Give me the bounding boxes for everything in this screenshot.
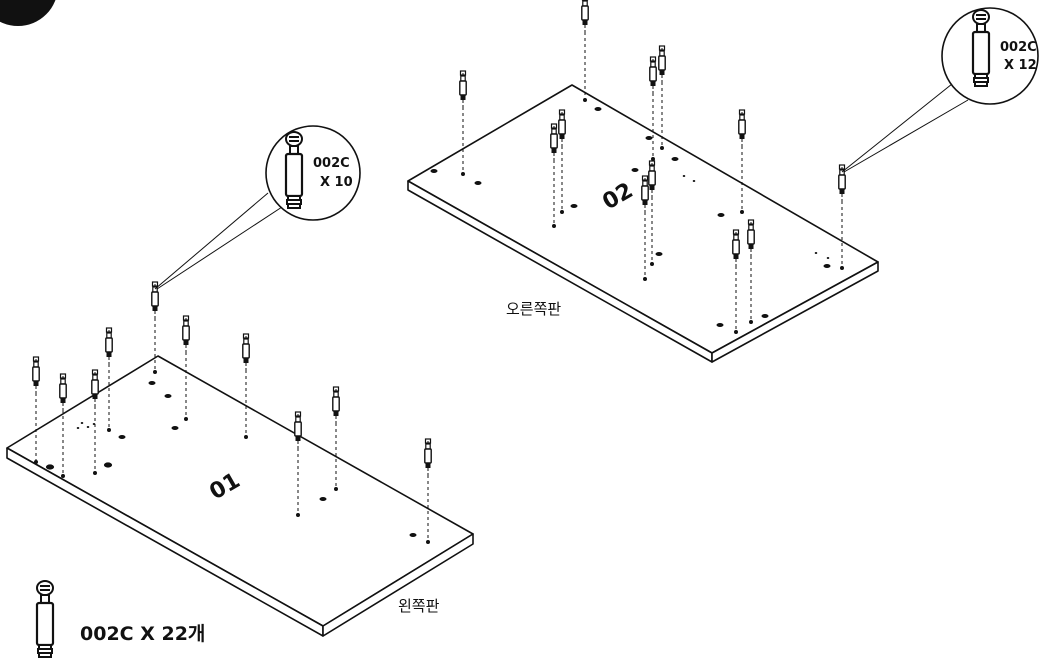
parts-summary: 002C X 22개 [35, 579, 205, 659]
right-panel: 02 [407, 84, 879, 363]
left-callout-qty: X 10 [320, 175, 353, 190]
left-panel: 01 [6, 355, 474, 637]
cam-dowel-icon [641, 175, 649, 281]
right-callout-qty: X 12 [1004, 58, 1037, 73]
cam-dowel-icon [550, 123, 558, 228]
cam-dowel-icon [459, 70, 467, 176]
cam-dowel-icon [242, 333, 250, 439]
cam-dowel-icon [32, 356, 40, 464]
cam-dowel-icon [91, 369, 99, 475]
step-badge-icon [0, 0, 56, 26]
right-callout: 002C X 12 [841, 7, 1039, 173]
cam-dowel-icon [105, 327, 113, 432]
cam-dowel-icon [649, 56, 657, 161]
left-panel-label: 왼쪽판 [398, 597, 440, 615]
cam-dowel-icon [648, 160, 656, 266]
cam-dowel-icon [424, 438, 432, 544]
left-callout-part: 002C [313, 156, 350, 171]
left-callout: 002C X 10 [154, 125, 361, 290]
left-panel-dowels [32, 281, 432, 544]
callout-magnifier-icon [265, 125, 361, 221]
cam-dowel-icon [182, 315, 190, 421]
cam-dowel-icon [747, 219, 755, 324]
cam-dowel-icon [838, 164, 846, 270]
cam-dowel-icon [558, 109, 566, 214]
right-panel-dowels [459, 0, 846, 334]
cam-dowel-icon [738, 109, 746, 214]
cam-dowel-icon [732, 229, 740, 334]
cam-dowel-icon [581, 0, 589, 102]
cam-dowel-icon [35, 579, 55, 659]
right-panel-label: 오른쪽판 [506, 300, 561, 318]
cam-dowel-icon [658, 45, 666, 150]
cam-dowel-icon [151, 281, 159, 374]
cam-dowel-icon [59, 373, 67, 478]
cam-dowel-icon [332, 386, 340, 491]
cam-dowel-icon [294, 411, 302, 517]
right-callout-part: 002C [1000, 40, 1037, 55]
parts-summary-text: 002C X 22개 [80, 623, 205, 645]
